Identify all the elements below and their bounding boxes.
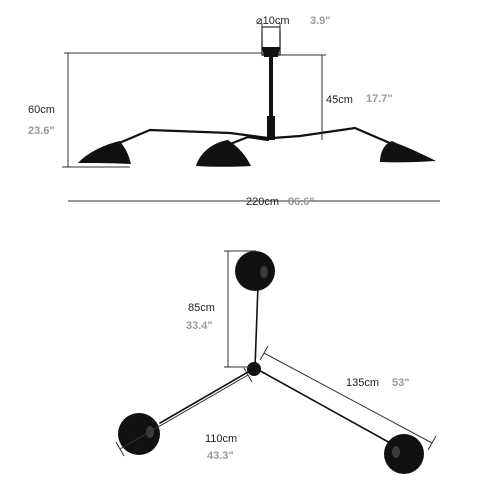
long-arm-metric: 135cm [346, 377, 379, 389]
canopy-diameter-imperial: 3.9" [310, 15, 331, 27]
top-arm-short [254, 284, 259, 369]
drop-height-imperial: 17.7" [366, 93, 393, 105]
total-width-metric: 220cm [246, 196, 279, 208]
top-arm-middle [159, 367, 256, 424]
left-shade [78, 141, 131, 164]
right-shade [380, 141, 436, 163]
short-arm-imperial: 33.4" [186, 320, 213, 332]
top-view: 85cm 33.4" 110cm 43.3" 135cm 53" [115, 250, 437, 474]
total-width-imperial: 86.6" [288, 196, 315, 208]
side-view: ⌀10cm 3.9" 60cm 23.6" 45cm 17.7" 220cm 8… [28, 15, 440, 208]
top-shade-long [384, 434, 424, 474]
left-arm [110, 128, 270, 148]
middle-shade [196, 140, 251, 167]
drop-height-metric: 45cm [326, 94, 353, 106]
long-arm-tick-start [259, 345, 269, 361]
middle-arm-tick-start [115, 441, 125, 457]
right-arm [271, 126, 394, 146]
long-arm-line [263, 352, 433, 444]
long-arm-imperial: 53" [392, 377, 409, 389]
top-shade-long-highlight [392, 446, 400, 458]
middle-arm-imperial: 43.3" [207, 450, 234, 462]
long-arm-tick-end [427, 435, 437, 451]
top-arm-long [254, 367, 393, 445]
central-hub [247, 362, 261, 376]
middle-arm-metric: 110cm [205, 433, 237, 445]
total-height-metric: 60cm [28, 104, 55, 116]
canopy-base [262, 47, 280, 57]
middle-arm-line [119, 374, 249, 450]
top-shade-short [235, 251, 275, 291]
stem-joint [267, 116, 275, 140]
canopy-diameter-metric: ⌀10cm [256, 15, 290, 27]
middle-arm-tick-end [243, 367, 253, 383]
short-arm-metric: 85cm [188, 302, 215, 314]
top-shade-short-highlight [260, 266, 268, 278]
total-height-imperial: 23.6" [28, 125, 55, 137]
middle-arm [223, 135, 270, 148]
